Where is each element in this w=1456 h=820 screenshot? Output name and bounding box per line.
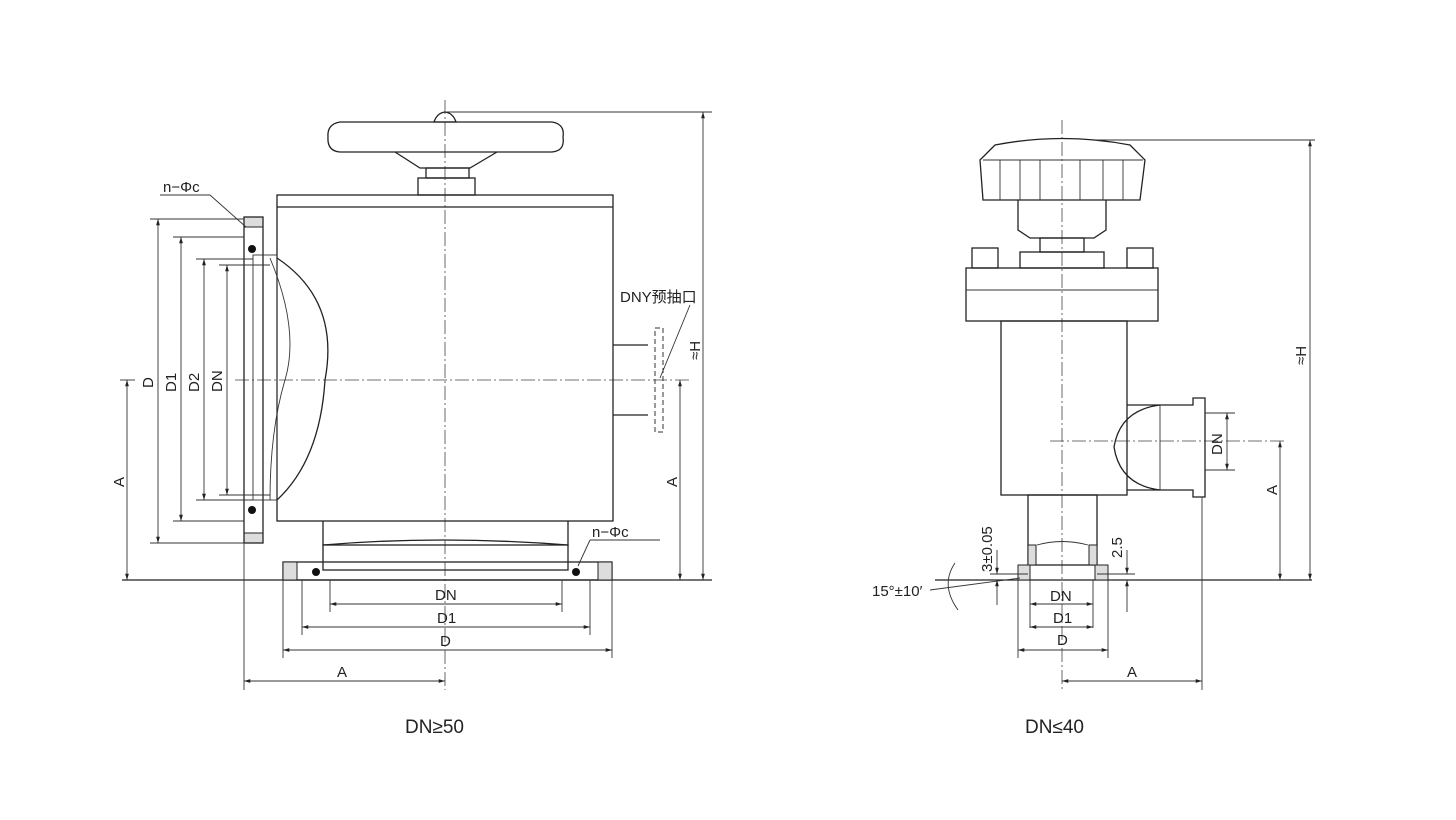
bottom-A-label: A	[1127, 664, 1137, 681]
bolt-left	[971, 247, 999, 269]
hole-spec-label-top: n−Φc	[163, 179, 200, 196]
dim-A-left-label: A	[111, 477, 128, 487]
height-label: ≈H	[1293, 346, 1310, 365]
bottom-D1-label: D1	[437, 610, 456, 627]
pre-pump-port-label: DNY预抽口	[620, 289, 697, 306]
dim-D2-label: D2	[186, 373, 203, 392]
hole-spec-label-bottom: n−Φc	[592, 524, 629, 541]
bolt-right	[1126, 247, 1154, 269]
dim-DN-label: DN	[209, 370, 226, 392]
bottom-D-label: D	[440, 633, 451, 650]
bottom-D-label: D	[1057, 632, 1068, 649]
dim-DN-side-label: DN	[1209, 433, 1226, 455]
valve-body	[1000, 320, 1128, 496]
depth-label: 2.5	[1109, 537, 1126, 558]
bottom-A-label: A	[337, 664, 347, 681]
knob	[979, 137, 1146, 269]
bottom-DN-label: DN	[1050, 588, 1072, 605]
bottom-DN-label: DN	[435, 587, 457, 604]
right-caption: DN≤40	[1025, 717, 1084, 738]
left-flange	[243, 216, 329, 544]
pre-pump-port	[613, 304, 691, 433]
side-port	[1113, 397, 1206, 498]
handwheel	[327, 111, 564, 196]
bottom-flange	[1017, 494, 1109, 581]
dim-D1-label: D1	[163, 373, 180, 392]
dim-A-side-label: A	[1264, 485, 1281, 495]
dim-D-label: D	[140, 377, 157, 388]
dimension-lines	[995, 139, 1312, 683]
left-view: n−Φc DNY预抽口 n−Φc	[111, 100, 712, 738]
tolerance-label: 3±0.05	[979, 526, 996, 572]
bottom-flange	[282, 521, 613, 581]
dimension-lines	[125, 112, 705, 683]
bottom-D1-label: D1	[1053, 610, 1072, 627]
angle-label: 15°±10′	[872, 583, 923, 600]
right-view: ≈H A DN 3±0.05 2.5 15°±10′ DN D1 D A DN≤…	[872, 120, 1315, 738]
dim-A-right-label: A	[664, 477, 681, 487]
height-label: ≈H	[687, 341, 704, 360]
left-caption: DN≥50	[405, 717, 464, 738]
